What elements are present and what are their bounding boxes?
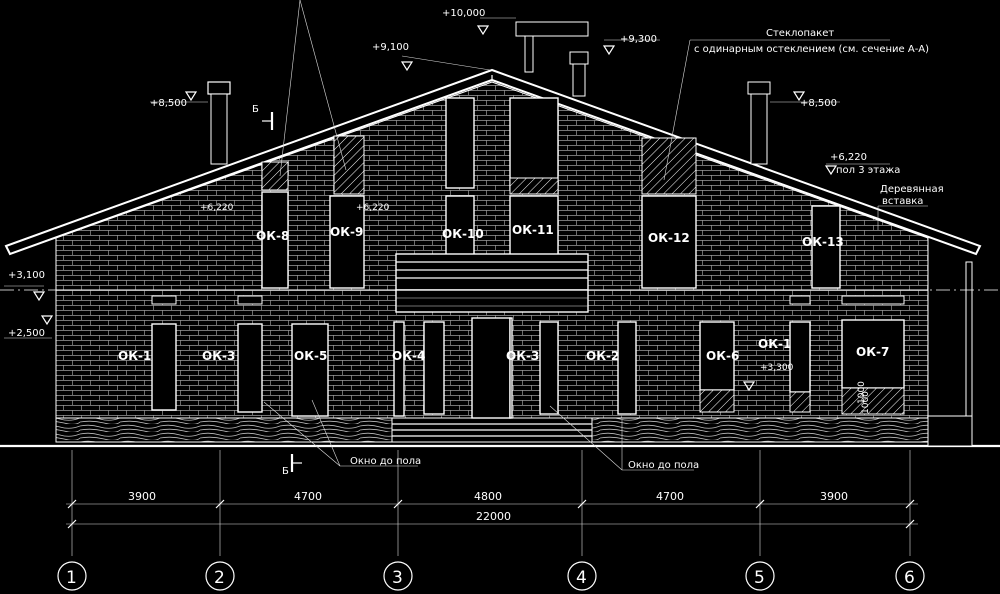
balcony [395,253,589,313]
axis-markers: 1 2 3 4 5 6 [57,561,925,591]
window-label-ok12: ОК-12 [648,231,690,245]
elevation-floor3: +6,220 [830,152,867,163]
note-glazing-line1: Стеклопакет [766,28,834,39]
note-wood-line1: Деревянная [880,184,944,195]
window-label-ok13: ОК-13 [802,235,844,249]
plinth [0,261,1000,448]
window-label-ok10: ОК-10 [442,227,484,241]
window-label-ok1-right: ОК-1 [758,337,791,351]
window-label-ok7: ОК-7 [856,345,889,359]
note-window-floor-left: Окно до пола [350,456,421,467]
dimension-4-5: 4700 [656,490,684,503]
annotations: Стеклопакет с одинарным остеклением (см.… [252,28,944,477]
elevation-chimney-center: +9,300 [620,34,657,45]
window-label-ok8: ОК-8 [256,229,289,243]
window-label-ok6: ОК-6 [706,349,739,363]
window-label-ok3-center: ОК-3 [506,349,539,363]
window-label-ok11: ОК-11 [512,223,554,237]
inner-elevation-center: +6,220 [356,203,390,213]
inner-elevation-left: +6,220 [200,203,234,213]
lower-windows [151,295,905,419]
inner-elevation-small: +3,300 [760,363,794,373]
axis-label-2: 2 [214,568,225,588]
window-label-ok5: ОК-5 [294,349,327,363]
section-mark-top: Б [252,104,259,115]
axis-label-6: 6 [904,568,915,588]
section-mark-bottom: Б [282,466,289,477]
window-label-ok9: ОК-9 [330,225,363,239]
elevation-chimney-right: +8,500 [800,98,837,109]
elevation-top: +10,000 [442,8,485,19]
elevation-marks: +10,000 +9,100 +9,300 +8,500 +8,500 +6,2… [4,0,900,392]
elevation-chimney-left: +8,500 [150,98,187,109]
window-label-ok4: ОК-4 [392,349,425,363]
axis-label-5: 5 [754,568,765,588]
note-window-floor-right: Окно до пола [628,460,699,471]
dimension-total: 22000 [476,510,511,523]
note-wood-line2: вставка [882,196,923,207]
window-label-ok1-left: ОК-1 [118,349,151,363]
dimension-1-2: 3900 [128,490,156,503]
roof [4,68,982,256]
sill-dimension-right: 1000 [861,391,871,414]
axis-label-3: 3 [392,568,403,588]
elevation-ridge: +9,100 [372,42,409,53]
floor3-label: пол 3 этажа [836,165,900,176]
sill-dimension: 1000 [857,381,867,404]
window-labels: ОК-8 ОК-9 ОК-10 ОК-11 ОК-12 ОК-13 ОК-1 О… [118,223,889,363]
elevation-3100: +3,100 [8,270,45,281]
chimneys [207,21,771,165]
dimension-lines: 3900 4700 4800 4700 3900 22000 [66,450,918,556]
dimension-2-3: 4700 [294,490,322,503]
dimension-5-6: 3900 [820,490,848,503]
window-label-ok2: ОК-2 [586,349,619,363]
dimension-3-4: 4800 [474,490,502,503]
axis-label-4: 4 [576,568,587,588]
note-glazing-line2: с одинарным остеклением (см. сечение А-А… [694,44,929,55]
window-label-ok3-left: ОК-3 [202,349,235,363]
axis-label-1: 1 [66,568,77,588]
elevation-2500: +2,500 [8,328,45,339]
